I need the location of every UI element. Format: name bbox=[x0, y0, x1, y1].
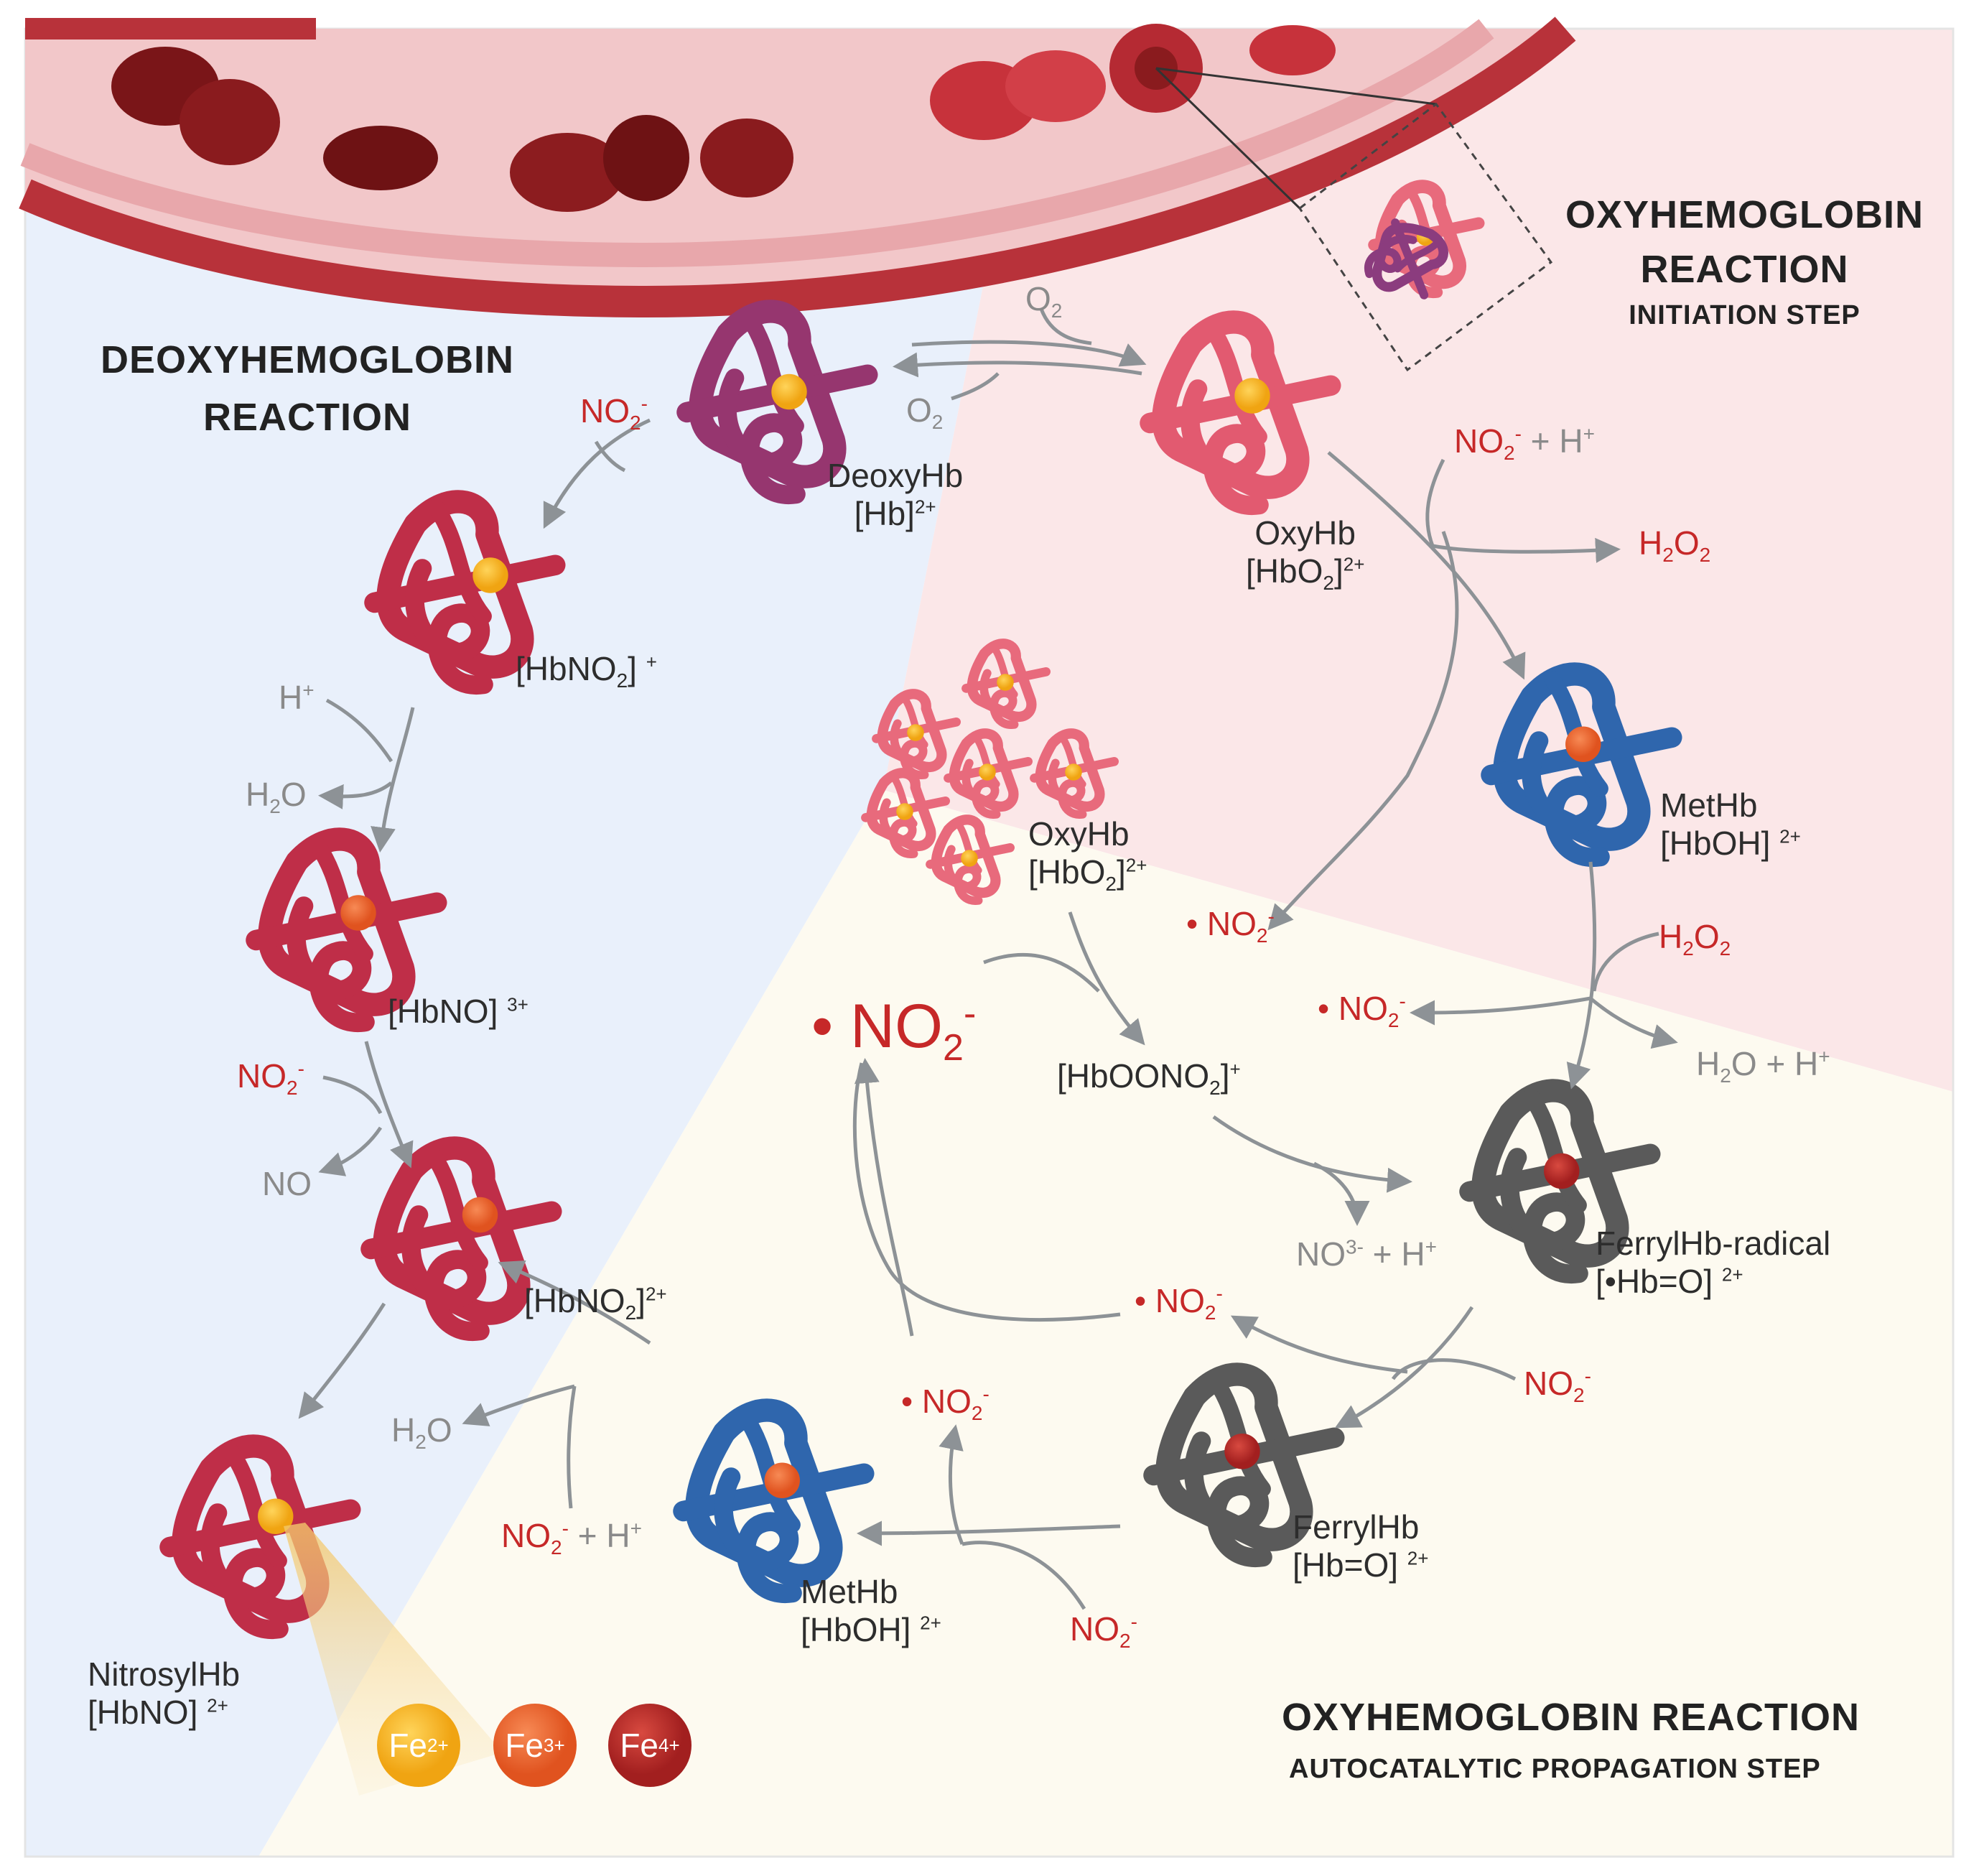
fe4-legend-circle bbox=[608, 1704, 692, 1787]
fe3-legend-circle bbox=[493, 1704, 577, 1787]
methb-protein-top bbox=[1491, 674, 1672, 857]
methb-protein-bottom bbox=[684, 1410, 865, 1593]
nitrite-radical-label-1: • NO2- bbox=[1186, 905, 1275, 947]
nitrite-label-2: NO2- bbox=[237, 1057, 304, 1100]
ferrylhb-radical-label: FerrylHb-radical [•Hb=O] 2+ bbox=[1596, 1225, 1831, 1300]
blood-vessel bbox=[19, 17, 1576, 318]
oxy-propagation-region bbox=[259, 790, 1953, 1857]
deoxy-title: DEOXYHEMOGLOBIN REACTION bbox=[101, 338, 515, 440]
h2o-h-label: H2O + H+ bbox=[1696, 1045, 1830, 1087]
oxy-propagation-title: OXYHEMOGLOBIN REACTION bbox=[1282, 1696, 1861, 1739]
nitrite-radical-big: • NO2- bbox=[811, 992, 977, 1069]
hbno-3plus-label: [HbNO] 3+ bbox=[388, 993, 528, 1030]
hbno2-2plus-label: [HbNO2]2+ bbox=[524, 1282, 667, 1324]
no-label: NO bbox=[262, 1165, 312, 1202]
nitrosylhb-protein bbox=[170, 1446, 351, 1629]
h2o2-label-2: H2O2 bbox=[1659, 918, 1731, 960]
oxy-initiation-region bbox=[883, 29, 1953, 1092]
h2o-label-2: H2O bbox=[391, 1411, 452, 1454]
nitrite-radical-label-4: • NO2- bbox=[901, 1383, 990, 1425]
oxy-propagation-subtitle: AUTOCATALYTIC PROPAGATION STEP bbox=[1289, 1754, 1821, 1784]
fe2-legend-circle bbox=[377, 1704, 460, 1787]
nitrite-h-label-bottom: NO2- + H+ bbox=[501, 1517, 642, 1559]
ferrylhb-label: FerrylHb [Hb=O] 2+ bbox=[1293, 1508, 1429, 1584]
oxyhb-cluster bbox=[865, 644, 1114, 901]
nitrite-label-1: NO2- bbox=[580, 392, 648, 435]
hbno-3plus-protein bbox=[256, 839, 437, 1022]
hbno2-plus-label: [HbNO2] + bbox=[516, 650, 657, 692]
oxyhb-top-label: OxyHb [HbO2]2+ bbox=[1246, 514, 1365, 595]
h-plus-label-1: H+ bbox=[279, 679, 315, 716]
oxyhb-cluster-label: OxyHb [HbO2]2+ bbox=[1028, 815, 1147, 896]
nitrite-h-label-top: NO2- + H+ bbox=[1454, 422, 1595, 465]
deoxyhb-protein bbox=[687, 311, 868, 494]
reaction-arrows bbox=[298, 308, 1678, 1610]
ferrylhb-radical-protein bbox=[1470, 1090, 1651, 1273]
nitrite-label-4: NO2- bbox=[1070, 1610, 1137, 1653]
nitrite-label-3: NO2- bbox=[1524, 1365, 1591, 1407]
nitrite-radical-label-3: • NO2- bbox=[1135, 1282, 1223, 1324]
deoxyhb-label: DeoxyHb [Hb]2+ bbox=[827, 457, 964, 532]
hboono2-label: [HbOONO2]+ bbox=[1057, 1057, 1241, 1100]
h2o2-label-1: H2O2 bbox=[1639, 524, 1711, 567]
h2o-label-1: H2O bbox=[246, 776, 307, 818]
nitrite-radical-label-2: • NO2- bbox=[1318, 990, 1406, 1032]
ferrylhb-protein bbox=[1154, 1374, 1335, 1557]
hbno2-plus-protein bbox=[375, 501, 556, 684]
no3-h-label: NO3- + H+ bbox=[1296, 1235, 1437, 1273]
methb-bottom-label: MetHb [HbOH] 2+ bbox=[801, 1573, 941, 1648]
methb-top-label: MetHb [HbOH] 2+ bbox=[1660, 786, 1801, 862]
hbno2-2plus-protein bbox=[371, 1148, 552, 1331]
oxyhb-protein-top bbox=[1150, 322, 1331, 505]
o2-label-top: O2 bbox=[1025, 280, 1063, 322]
zoom-callout bbox=[1155, 67, 1553, 372]
nitrosylhb-label: NitrosylHb [HbNO] 2+ bbox=[88, 1656, 241, 1731]
o2-label-bottom: O2 bbox=[906, 391, 944, 434]
oxy-initiation-title: OXYHEMOGLOBIN REACTION INITIATION STEP bbox=[1565, 193, 1924, 331]
